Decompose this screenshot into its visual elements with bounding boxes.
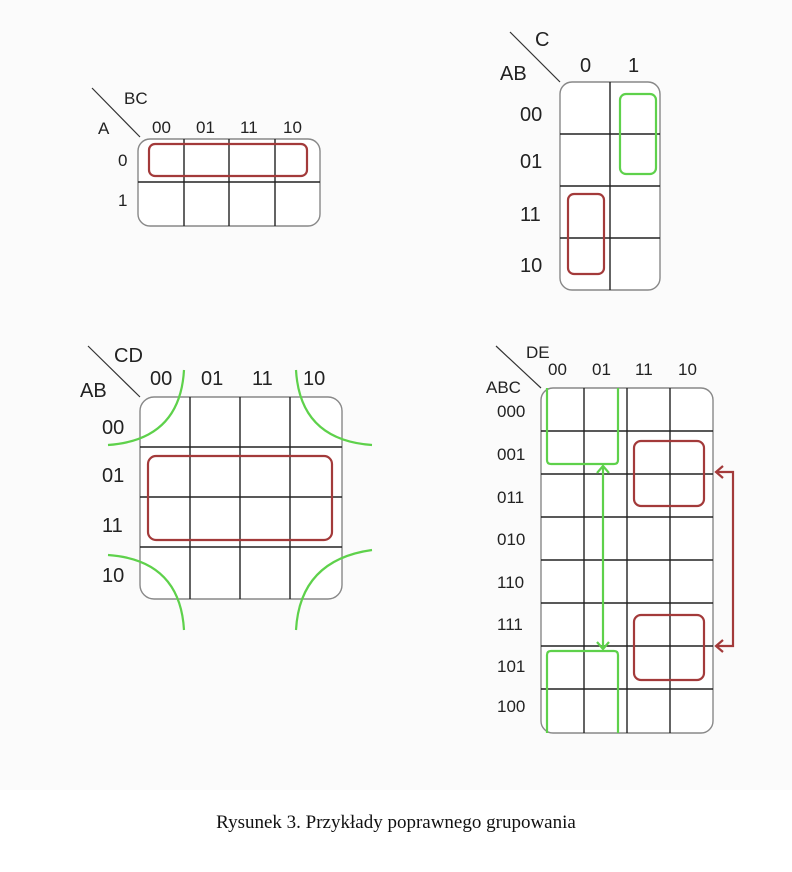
kmap-c-col-label: 00: [150, 368, 172, 390]
kmap-c-col-var: CD: [114, 345, 143, 367]
kmap-c: CD AB 00 01 11 10 00 01 11 10: [80, 345, 373, 631]
kmap-a-row-var: A: [98, 119, 110, 138]
kmap-c-row-var: AB: [80, 380, 107, 402]
kmap-d-col-var: DE: [526, 343, 550, 362]
kmap-c-red-group: [146, 454, 334, 542]
kmap-a-col-label: 00: [152, 118, 171, 137]
kmap-b-row-var: AB: [500, 63, 527, 85]
kmap-a-grid: [138, 139, 320, 226]
kmap-a-red-group: [147, 142, 309, 178]
kmap-c-row-label: 11: [102, 515, 123, 537]
kmap-a-diagonal: [91, 87, 141, 138]
kmap-d-row-label: 010: [497, 530, 525, 549]
kmap-c-grid: [140, 397, 342, 599]
kmap-b-col-var: C: [535, 29, 549, 51]
kmap-c-corner-arc-top-left: [107, 369, 186, 447]
kmap-d-diagonal: [495, 345, 542, 389]
figure: BC A 00 01 11 10 0 1 C AB 0 1 00 01 11 1…: [80, 29, 735, 734]
kmap-d-red-group-top: [632, 439, 706, 508]
kmap-b-row-label: 11: [520, 204, 541, 226]
kmap-d-row-label: 100: [497, 697, 525, 716]
kmap-d-col-label: 00: [548, 360, 567, 379]
kmap-c-corner-arc-bottom-right: [294, 548, 373, 631]
kmap-d-row-label: 001: [497, 445, 525, 464]
karnaugh-maps-figure: BC A 00 01 11 10 0 1 C AB 0 1 00 01 11 1…: [80, 29, 735, 734]
kmap-d-col-label: 11: [635, 360, 653, 379]
kmap-b-red-group: [566, 192, 606, 276]
kmap-b-diagonal: [509, 31, 561, 83]
kmap-d: DE ABC 00 01 11 10 000 001 011 010 110 1…: [486, 343, 735, 734]
kmap-b-row-label: 10: [520, 255, 542, 277]
kmap-d-col-label: 01: [592, 360, 611, 379]
kmap-b-grid: [560, 82, 660, 290]
kmap-b-row-label: 00: [520, 104, 542, 126]
kmap-a-col-label: 01: [196, 118, 215, 137]
kmap-c-row-label: 10: [102, 565, 124, 587]
kmap-d-grid: [541, 388, 713, 733]
kmap-c-col-label: 10: [303, 368, 325, 390]
kmap-a-col-var: BC: [124, 89, 148, 108]
kmap-d-green-group-top: [545, 388, 620, 466]
kmap-b-row-label: 01: [520, 151, 542, 173]
kmap-d-row-label: 110: [497, 573, 524, 592]
kmap-d-green-group-bottom: [545, 649, 620, 733]
kmap-c-diagonal: [87, 345, 141, 398]
kmap-c-row-label: 00: [102, 417, 124, 439]
kmap-b-green-group: [618, 92, 658, 176]
kmap-c-corner-arc-bottom-left: [107, 553, 186, 631]
kmap-d-red-link-arrow: [714, 465, 735, 653]
kmap-b-col-label: 1: [628, 55, 639, 77]
kmap-d-col-label: 10: [678, 360, 697, 379]
kmap-c-corner-groups: [107, 369, 373, 631]
kmap-a-row-label: 1: [118, 191, 127, 210]
kmap-c-row-label: 01: [102, 465, 124, 487]
kmap-c-col-label: 11: [252, 368, 273, 390]
kmap-a: BC A 00 01 11 10 0 1: [91, 87, 321, 227]
kmap-c-col-label: 01: [201, 368, 223, 390]
kmap-d-row-label: 000: [497, 402, 525, 421]
kmap-a-row-label: 0: [118, 151, 127, 170]
kmap-c-corner-arc-top-right: [294, 369, 373, 447]
kmap-d-red-group-bottom: [632, 613, 706, 682]
figure-caption: Rysunek 3. Przykłady poprawnego grupowan…: [216, 812, 576, 833]
kmap-d-row-label: 011: [497, 488, 524, 507]
kmap-b: C AB 0 1 00 01 11 10: [500, 29, 661, 291]
kmap-a-col-label: 11: [240, 118, 258, 137]
kmap-d-row-label: 101: [497, 657, 525, 676]
kmap-a-col-label: 10: [283, 118, 302, 137]
kmap-d-row-label: 111: [497, 615, 523, 634]
kmap-c-frame: [139, 396, 343, 600]
kmap-b-col-label: 0: [580, 55, 591, 77]
kmap-d-green-link-arrow: [596, 464, 610, 651]
kmap-d-row-var: ABC: [486, 378, 521, 397]
